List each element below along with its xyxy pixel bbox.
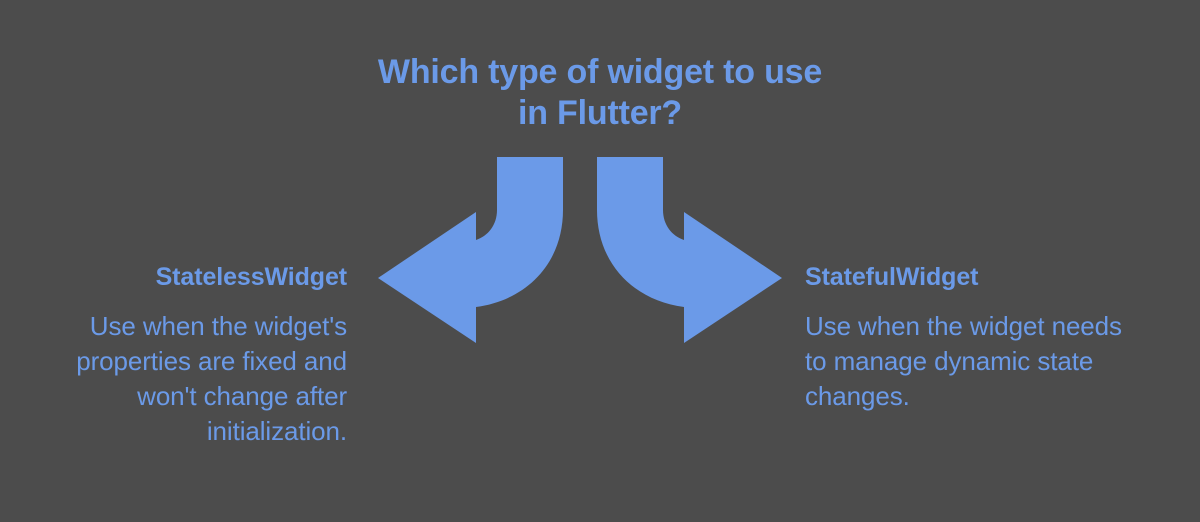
branch-stateful: StatefulWidget Use when the widget needs… — [805, 262, 1175, 414]
curved-arrow-left-icon — [378, 157, 563, 343]
stateless-heading: StatelessWidget — [155, 263, 347, 291]
stateful-description: Use when the widget needs to manage dyna… — [805, 311, 1122, 411]
curved-arrow-right-icon — [597, 157, 782, 343]
stateless-description: Use when the widget's properties are fix… — [76, 311, 347, 446]
page-title: Which type of widget to use in Flutter? — [377, 53, 823, 132]
branch-stateless: StatelessWidget Use when the widget's pr… — [27, 262, 347, 449]
split-arrows-diagram — [370, 150, 790, 350]
stateful-heading: StatefulWidget — [805, 263, 979, 291]
